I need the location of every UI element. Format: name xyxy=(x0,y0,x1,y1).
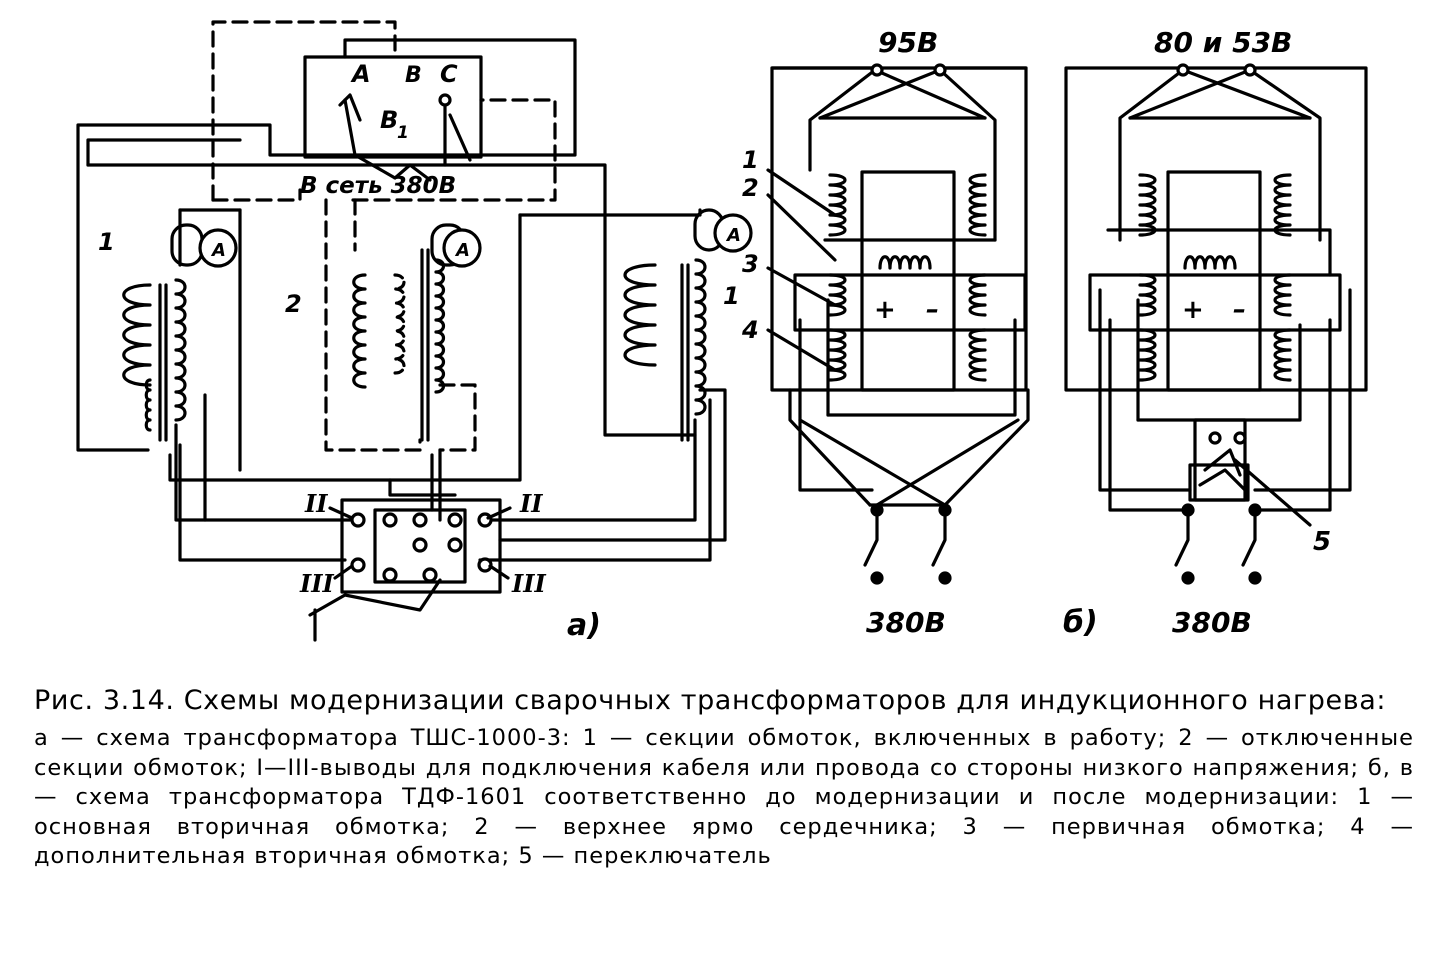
network-label: В сеть 380В xyxy=(300,173,456,199)
panel-b-num-2: 2 xyxy=(742,174,759,202)
right-transformer xyxy=(478,208,727,562)
panel-a-diagram xyxy=(76,20,753,642)
dashed-enclosure xyxy=(211,20,557,452)
terminal-right-top: II xyxy=(519,489,543,518)
panel-b-num-1: 1 xyxy=(742,146,759,174)
panel-b-bottom-voltage: 380В xyxy=(866,606,946,639)
panel-c-top-voltage: 80 и 53В xyxy=(1154,26,1292,59)
panel-c-num-5: 5 xyxy=(1313,527,1331,557)
schematic-svg: A B C B 1 В сеть 380В 1 2 1 A A A II II … xyxy=(76,20,1368,643)
panel-b-diagram xyxy=(766,63,1030,585)
panel-b-num-4: 4 xyxy=(741,316,759,344)
label-A: A xyxy=(350,60,371,88)
panel-b-minus: – xyxy=(926,295,939,325)
ammeter-center-icon xyxy=(442,228,482,268)
winding-num-left: 1 xyxy=(98,228,115,256)
ammeter-right-symbol: A xyxy=(725,225,741,246)
panel-b-top-voltage: 95В xyxy=(878,26,938,59)
terminal-left-top: II xyxy=(304,489,328,518)
figure-caption: Рис. 3.14. Схемы модернизации сварочных … xyxy=(34,684,1414,872)
panel-a-marker: а) xyxy=(567,608,601,643)
ammeter-right-icon xyxy=(713,213,753,253)
winding-num-right: 1 xyxy=(723,282,740,310)
ammeter-center-symbol: A xyxy=(454,240,470,261)
terminal-block xyxy=(308,478,512,642)
panel-c-bottom-voltage: 380В xyxy=(1172,606,1252,639)
terminal-left-bottom: III xyxy=(299,569,334,598)
label-C: C xyxy=(440,60,458,88)
ammeter-left-icon xyxy=(198,228,238,268)
switch-sub: 1 xyxy=(397,123,409,143)
core-b xyxy=(860,170,956,392)
panel-b-marker: б) xyxy=(1063,605,1098,640)
switch-label: B xyxy=(380,106,398,134)
panel-b-num-3: 3 xyxy=(742,250,759,278)
ammeter-left-symbol: A xyxy=(210,240,226,261)
core-c xyxy=(1166,170,1262,392)
caption-title: Рис. 3.14. Схемы модернизации сварочных … xyxy=(34,685,1387,716)
panel-b-plus: + xyxy=(874,295,896,325)
terminal-right-bottom: III xyxy=(511,569,546,598)
panel-c-plus: + xyxy=(1182,295,1204,325)
panel-c-diagram xyxy=(1064,63,1368,585)
switch-box xyxy=(303,55,483,159)
label-B: B xyxy=(405,63,422,88)
outer-frame-b xyxy=(770,66,1028,392)
schematic-figure: A B C B 1 В сеть 380В 1 2 1 A A A II II … xyxy=(76,20,1368,643)
panel-c-minus: – xyxy=(1233,295,1246,325)
caption-body: а — схема трансформатора ТШС-1000-3: 1 —… xyxy=(34,725,1414,869)
winding-num-center: 2 xyxy=(285,290,302,318)
left-transformer xyxy=(122,208,352,562)
